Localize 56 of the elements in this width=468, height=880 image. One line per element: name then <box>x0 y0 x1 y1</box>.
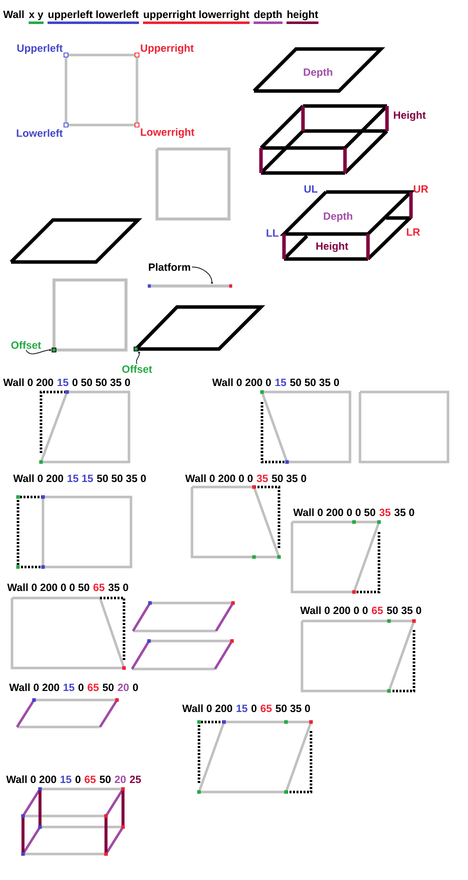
corner-label: LL <box>266 229 278 237</box>
legend-text: upperleft lowerleft <box>48 10 139 20</box>
offset-label: Offset <box>11 341 42 349</box>
leader-arrow <box>136 352 140 364</box>
label: 65 <box>260 704 272 712</box>
corner-label: Upperright <box>140 44 194 54</box>
label: 25 <box>130 776 141 784</box>
command-text: Wall 0 200 0 15 50 50 35 0 <box>212 378 339 386</box>
command-text: Wall 0 200 0 0 35 50 35 0 <box>185 474 306 482</box>
command-text: Wall 0 200 15 15 50 50 35 0 <box>13 474 146 482</box>
corner-label: UR <box>414 185 428 193</box>
platform-line <box>148 284 232 288</box>
command-text: Wall 0 200 0 0 65 50 35 0 <box>300 606 422 614</box>
corner-label: LR <box>406 228 420 236</box>
label: 65 <box>84 776 96 784</box>
height-label: Height <box>316 242 348 252</box>
label: Wall 0 200 <box>9 683 60 692</box>
corner-marker <box>52 348 56 352</box>
leader-arrow <box>192 266 214 284</box>
label: 50 <box>102 684 114 692</box>
legend-text: depth <box>254 10 282 20</box>
label: 20 <box>114 776 126 784</box>
command-text: Wall 0 200 15 0 65 50 20 0 <box>9 683 138 692</box>
legend-text: upperright lowerright <box>144 10 250 20</box>
label: 0 <box>132 684 138 692</box>
label: 65 <box>88 684 99 692</box>
legend-text: height <box>287 10 318 20</box>
label: 0 <box>251 704 256 712</box>
label: 0 <box>78 684 84 692</box>
label: Wall 0 200 <box>182 704 232 712</box>
command-text: Wall 0 200 15 0 50 50 35 0 <box>3 378 130 386</box>
command-text: Wall <box>3 10 24 18</box>
leader-arrow <box>26 348 52 354</box>
offset-label: Offset <box>122 365 152 373</box>
label: 50 35 0 <box>276 704 310 712</box>
command-text: Wall 0 200 15 0 65 50 20 25 <box>6 775 141 784</box>
corner-label: Lowerright <box>140 128 194 138</box>
command-text: Wall 0 200 0 0 50 65 35 0 <box>7 583 128 592</box>
label: Wall 0 200 <box>6 775 56 784</box>
legend-text: x y <box>28 12 44 20</box>
depth-label: Depth <box>304 68 332 78</box>
corner-marker <box>134 346 138 352</box>
label: 15 <box>60 776 72 784</box>
height-label: Height <box>394 111 426 121</box>
command-text: Wall 0 200 15 0 65 50 35 0 <box>182 704 310 712</box>
corner-label: Lowerleft <box>16 129 63 137</box>
label: 20 <box>118 684 129 692</box>
label: 0 <box>75 776 80 784</box>
corner-label: UL <box>304 185 318 193</box>
label: 50 <box>100 776 111 784</box>
depth-label: Depth <box>324 212 352 222</box>
corner-label: Upperleft <box>17 44 63 54</box>
label: 15 <box>236 704 248 712</box>
platform-label: Platform <box>148 263 190 271</box>
command-text: Wall 0 200 0 0 50 35 35 0 <box>293 508 414 516</box>
label: 15 <box>64 684 74 692</box>
